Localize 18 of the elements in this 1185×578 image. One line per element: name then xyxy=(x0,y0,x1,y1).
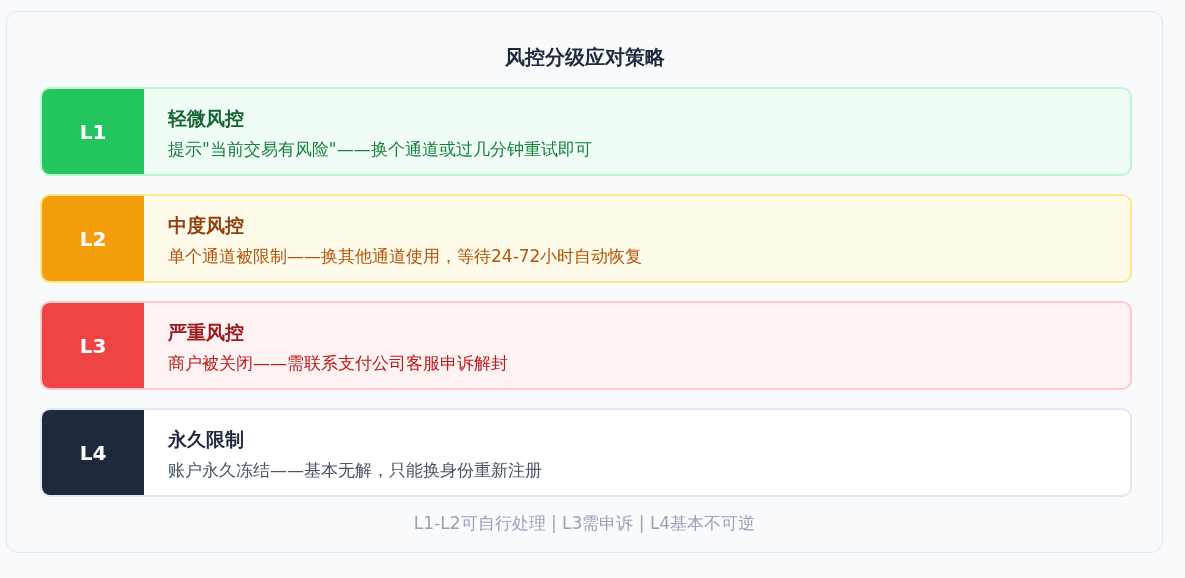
level-card xyxy=(40,301,1132,390)
level-card xyxy=(40,194,1132,283)
card-heading: 永久限制 xyxy=(168,427,244,452)
level-badge: L4 xyxy=(42,410,144,495)
diagram-title: 风控分级应对策略 xyxy=(504,44,665,70)
card-heading: 严重风控 xyxy=(168,320,244,345)
card-description: 单个通道被限制——换其他通道使用，等待24-72小时自动恢复 xyxy=(168,245,643,268)
level-card xyxy=(40,87,1132,176)
level-card xyxy=(40,408,1132,497)
card-heading: 中度风控 xyxy=(168,213,244,238)
card-heading: 轻微风控 xyxy=(168,106,244,131)
card-description: 提示"当前交易有风险"——换个通道或过几分钟重试即可 xyxy=(168,138,592,161)
level-badge: L3 xyxy=(42,303,144,388)
card-description: 商户被关闭——需联系支付公司客服申诉解封 xyxy=(168,352,508,375)
card-description: 账户永久冻结——基本无解，只能换身份重新注册 xyxy=(168,459,542,482)
footnote: L1-L2可自行处理 | L3需申诉 | L4基本不可逆 xyxy=(413,512,756,535)
level-badge: L1 xyxy=(42,89,144,174)
level-badge: L2 xyxy=(42,196,144,281)
